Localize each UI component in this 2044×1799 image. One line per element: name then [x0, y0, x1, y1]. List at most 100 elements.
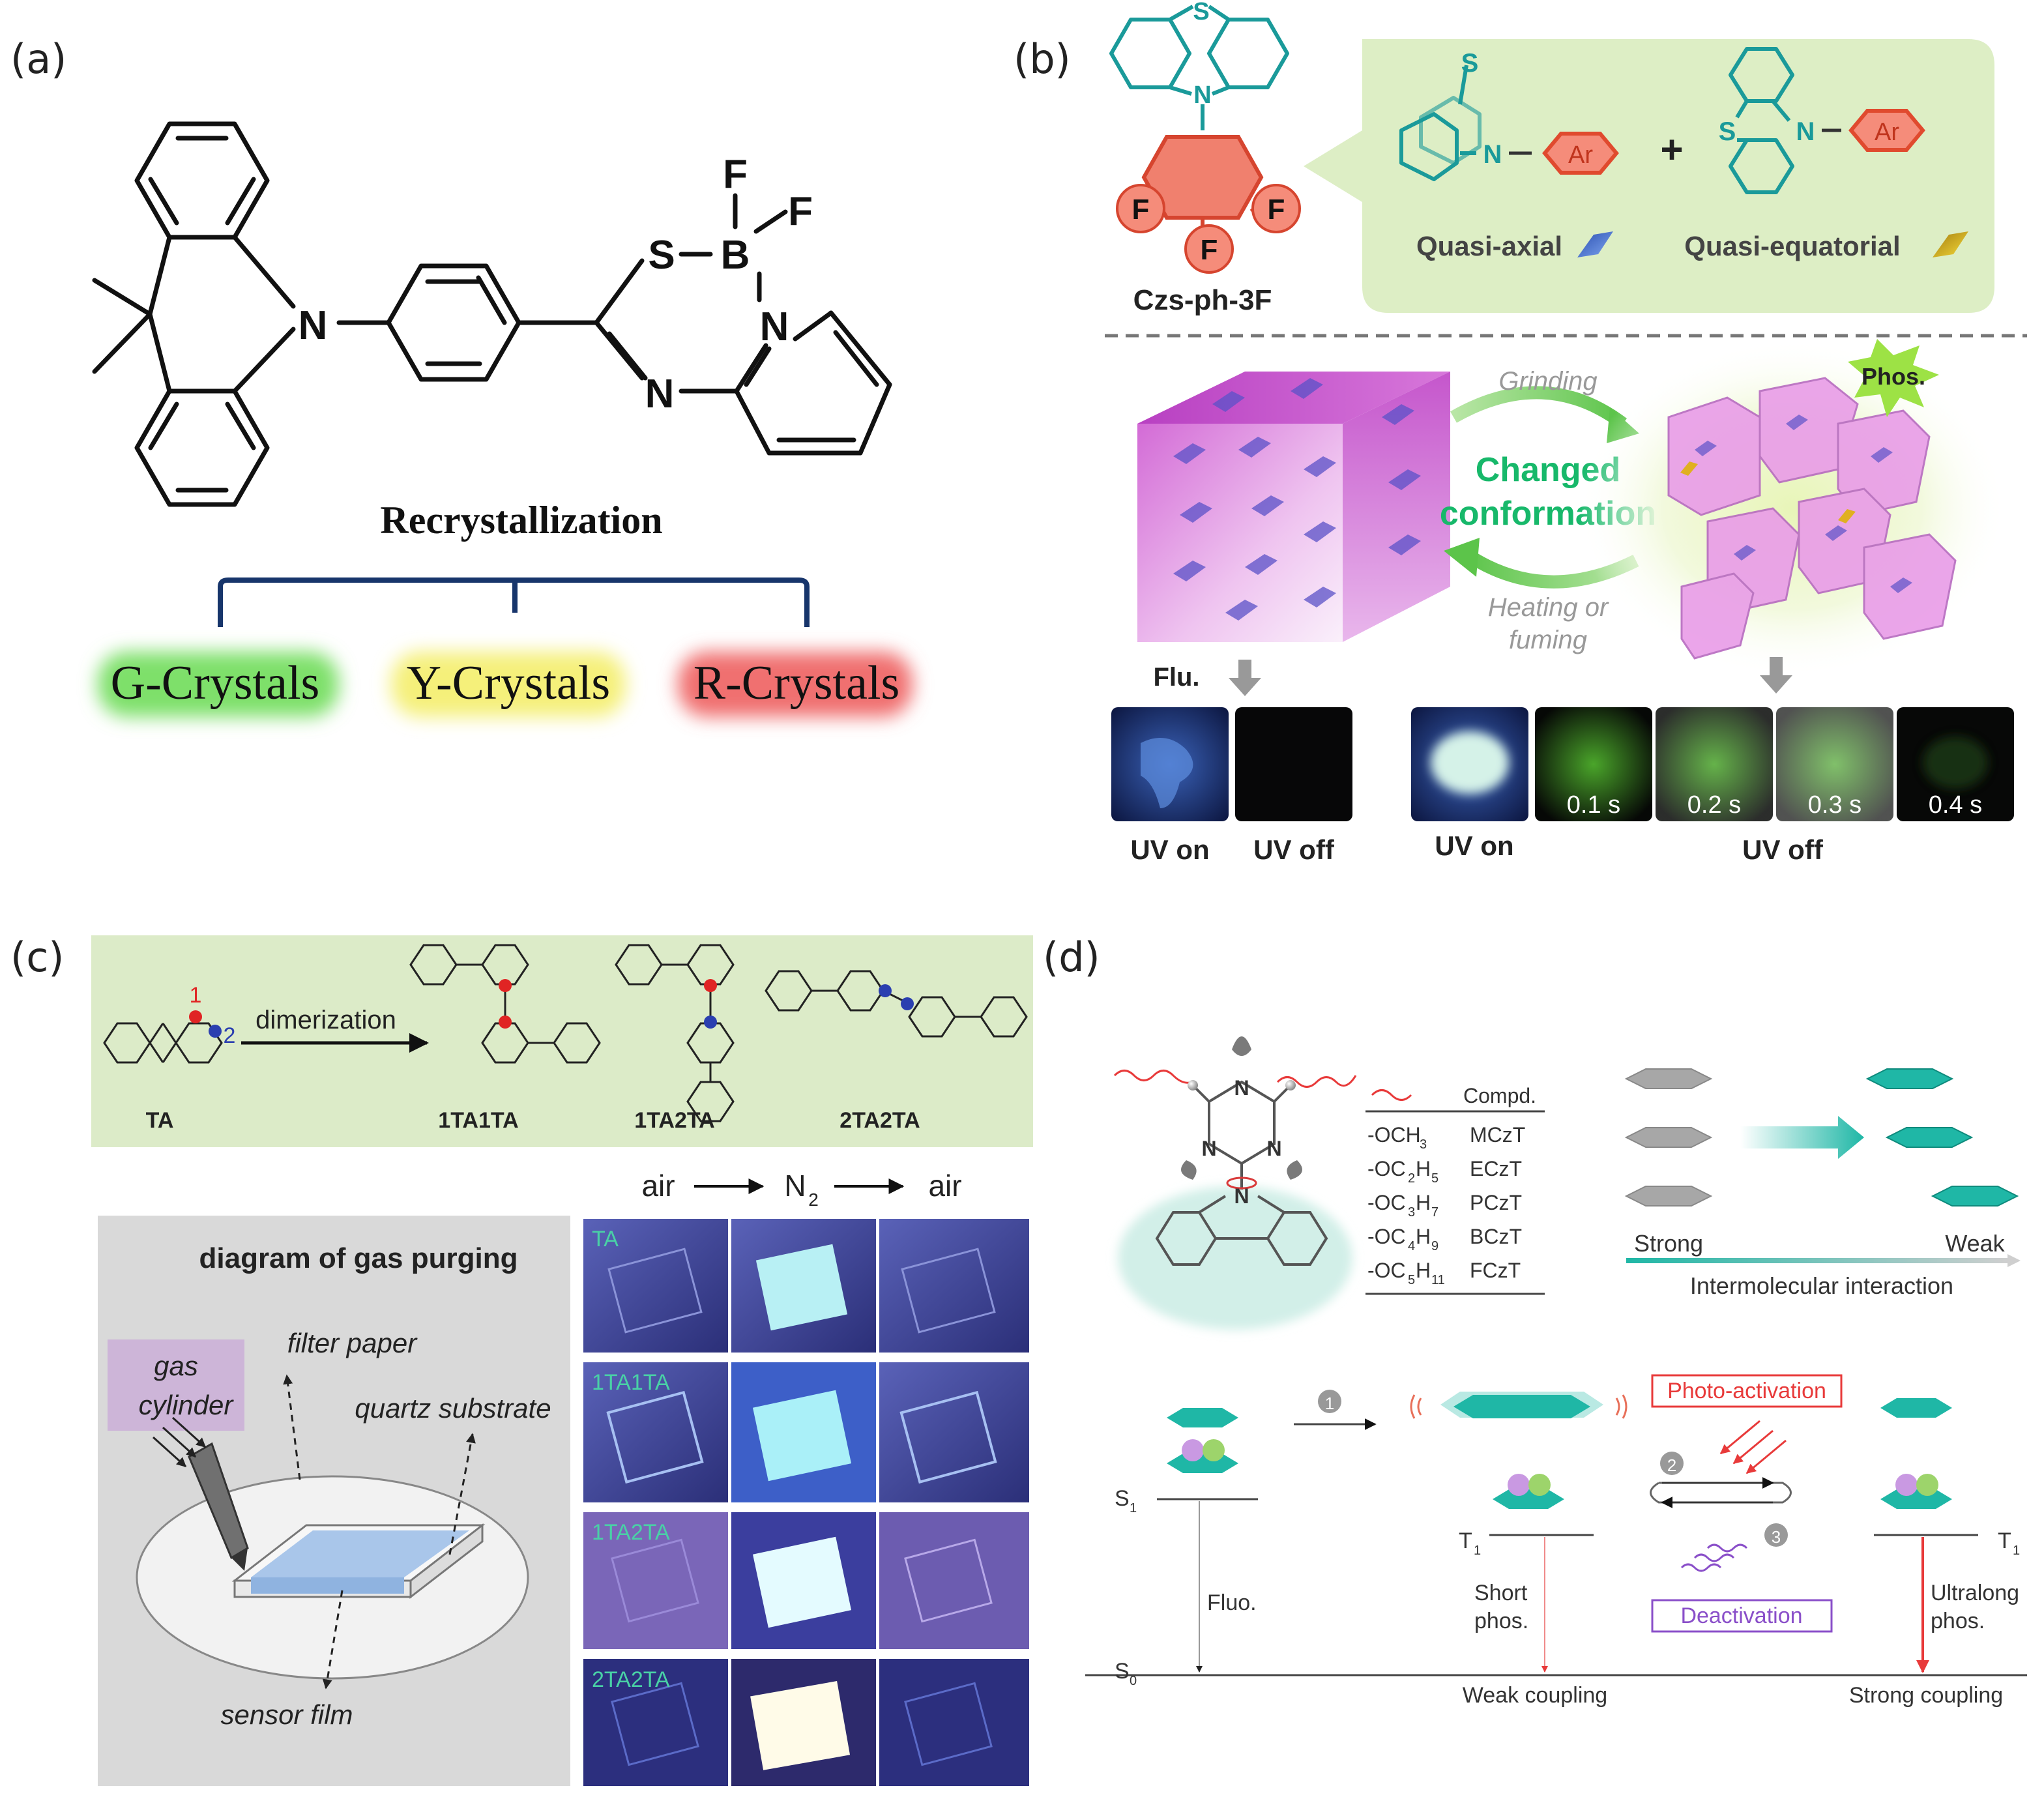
czs-ph-3f-molecule: S N F F F	[1109, 0, 1301, 274]
axial-atom-n: N	[1483, 140, 1502, 169]
photo-row-2ta2ta: 2TA2TA	[583, 1659, 1029, 1786]
row0-name: MCzT	[1470, 1123, 1525, 1147]
czs-atom-f1: F	[1132, 194, 1150, 226]
conformer-callout	[1304, 39, 1994, 313]
equatorial-crystal-icon	[1933, 231, 1968, 257]
label-2ta2ta: 2TA2TA	[840, 1108, 920, 1133]
label-1ta2ta: 1TA2TA	[634, 1108, 714, 1133]
glow-green	[98, 652, 339, 717]
table-row-fczt: -OC 5 H 11 FCzT	[1367, 1259, 1521, 1287]
gas-photo-grid: TA 1TA1TA 1TA2TA	[583, 1219, 1029, 1786]
time-0-3s: 0.3 s	[1808, 791, 1862, 819]
row0-sub: 3	[1420, 1137, 1427, 1152]
panel-b: (b) S N F F F Czs-ph-3F	[1014, 0, 2027, 865]
recrystallization-label: Recrystallization	[380, 499, 662, 542]
diagram-title: diagram of gas purging	[199, 1242, 518, 1274]
table-row-mczt: -OCH 3 MCzT	[1367, 1123, 1525, 1152]
uv-on-label-left: UV on	[1130, 834, 1209, 865]
heating-label-line2: fuming	[1509, 626, 1587, 654]
row4-name: FCzT	[1470, 1259, 1521, 1282]
czs-atom-f3: F	[1201, 234, 1218, 266]
product-2ta2ta	[765, 970, 1028, 1038]
photo-0-3s	[1776, 707, 1893, 821]
uv-on-label-right: UV on	[1435, 830, 1513, 861]
weak-coupling-label: Weak coupling	[1463, 1683, 1607, 1708]
phos-burst	[1848, 339, 1939, 417]
gas-cylinder-box	[108, 1339, 244, 1431]
stacking-diagram: Strong Weak Intermolecular interaction	[1624, 1068, 2021, 1299]
sensor-film-pointer	[322, 1590, 343, 1689]
t1-right-label: T	[1998, 1528, 2011, 1553]
row-2ta2ta-label: 2TA2TA	[592, 1667, 670, 1692]
product-1ta1ta	[409, 944, 601, 1064]
step3-label: 3	[1772, 1527, 1781, 1547]
down-arrow-left	[1229, 660, 1261, 696]
row4-group2: H	[1416, 1259, 1431, 1282]
filter-paper-label: filter paper	[287, 1328, 418, 1358]
atom-f1: F	[723, 152, 748, 197]
gas-sequence: air N 2 air	[641, 1169, 961, 1210]
ta-monomer	[103, 1010, 223, 1064]
row3-sub2: 9	[1431, 1239, 1438, 1253]
seq-air-2: air	[928, 1169, 961, 1203]
gas-cylinder-line2: cylinder	[139, 1390, 235, 1420]
substituent-table: Compd. -OCH 3 MCzT -OC 2 H 5 ECzT -OC 3 …	[1365, 1084, 1545, 1295]
row2-name: PCzT	[1470, 1191, 1522, 1214]
s1-label: S	[1115, 1486, 1130, 1511]
triazine-n1: N	[1234, 1076, 1249, 1100]
triazine-carbazole-molecule: N N N N	[1113, 1036, 1357, 1330]
czs-atom-n: N	[1193, 81, 1211, 109]
row1-sub2: 5	[1431, 1171, 1438, 1186]
t1-left-label: T	[1459, 1528, 1472, 1553]
s0-label: S	[1115, 1659, 1130, 1684]
position-1-label: 1	[190, 983, 202, 1008]
phos-label: Phos.	[1862, 363, 1925, 390]
crystal-cube	[1137, 372, 1450, 642]
equatorial-ar: Ar	[1875, 119, 1899, 146]
fluo-label: Fluo.	[1207, 1590, 1257, 1615]
step2-label: 2	[1667, 1455, 1676, 1475]
ground-crystals: Phos.	[1577, 339, 2008, 678]
row3-group2: H	[1416, 1225, 1431, 1248]
equatorial-atom-s: S	[1719, 117, 1736, 146]
row4-sub2: 11	[1431, 1273, 1445, 1287]
t1-left-sub: 1	[1474, 1543, 1481, 1558]
czs-atom-f2: F	[1268, 194, 1285, 226]
time-0-4s: 0.4 s	[1929, 791, 1982, 819]
triazine-n3: N	[1266, 1137, 1281, 1160]
row-1ta2ta-label: 1TA2TA	[592, 1520, 670, 1545]
axial-atom-s: S	[1461, 49, 1479, 78]
intermolecular-label: Intermolecular interaction	[1690, 1272, 1953, 1299]
gas-cylinder-line1: gas	[154, 1351, 198, 1381]
row1-name: ECzT	[1470, 1157, 1522, 1180]
panel-c: (c) 1 2 TA dimerization 1TA1T	[10, 933, 1033, 1786]
label-1ta1ta: 1TA1TA	[438, 1108, 518, 1133]
panel-c-label: (c)	[10, 933, 64, 981]
quartz-pointer	[448, 1433, 476, 1555]
transition-loop	[1650, 1482, 1792, 1504]
table-row-bczt: -OC 4 H 9 BCzT	[1367, 1225, 1522, 1253]
activation-rays	[1719, 1420, 1787, 1474]
ta-label: TA	[146, 1108, 174, 1133]
quartz-substrate	[231, 1523, 486, 1600]
axial-crystal-icon	[1577, 231, 1613, 257]
compound-name: Czs-ph-3F	[1133, 284, 1272, 316]
row4-group: -OC	[1367, 1259, 1406, 1282]
panel-a: (a)	[10, 35, 912, 717]
energy-diagram: 1 Photo-activation 2 3 Deactivation S	[1085, 1374, 2027, 1708]
atom-b: B	[721, 233, 750, 278]
seq-n-sub: 2	[808, 1190, 819, 1210]
row2-group: -OC	[1367, 1191, 1406, 1214]
table-header: Compd.	[1463, 1084, 1536, 1107]
row0-group: -OCH	[1367, 1123, 1421, 1147]
r-crystals-label: R-Crystals	[694, 656, 900, 710]
atom-f2: F	[788, 189, 813, 234]
photo-0-2s	[1656, 707, 1773, 821]
grinding-arrow	[1450, 386, 1627, 430]
crystal-glows	[98, 652, 912, 717]
quasi-equatorial-structure: S N Ar	[1719, 47, 1925, 194]
atom-n-pyridine: N	[760, 304, 789, 349]
uv-photo-strip: 0.1 s 0.2 s 0.3 s 0.4 s	[1111, 707, 2014, 821]
atom-n-acridine: N	[299, 303, 328, 348]
deactivation-waves	[1680, 1543, 1748, 1572]
